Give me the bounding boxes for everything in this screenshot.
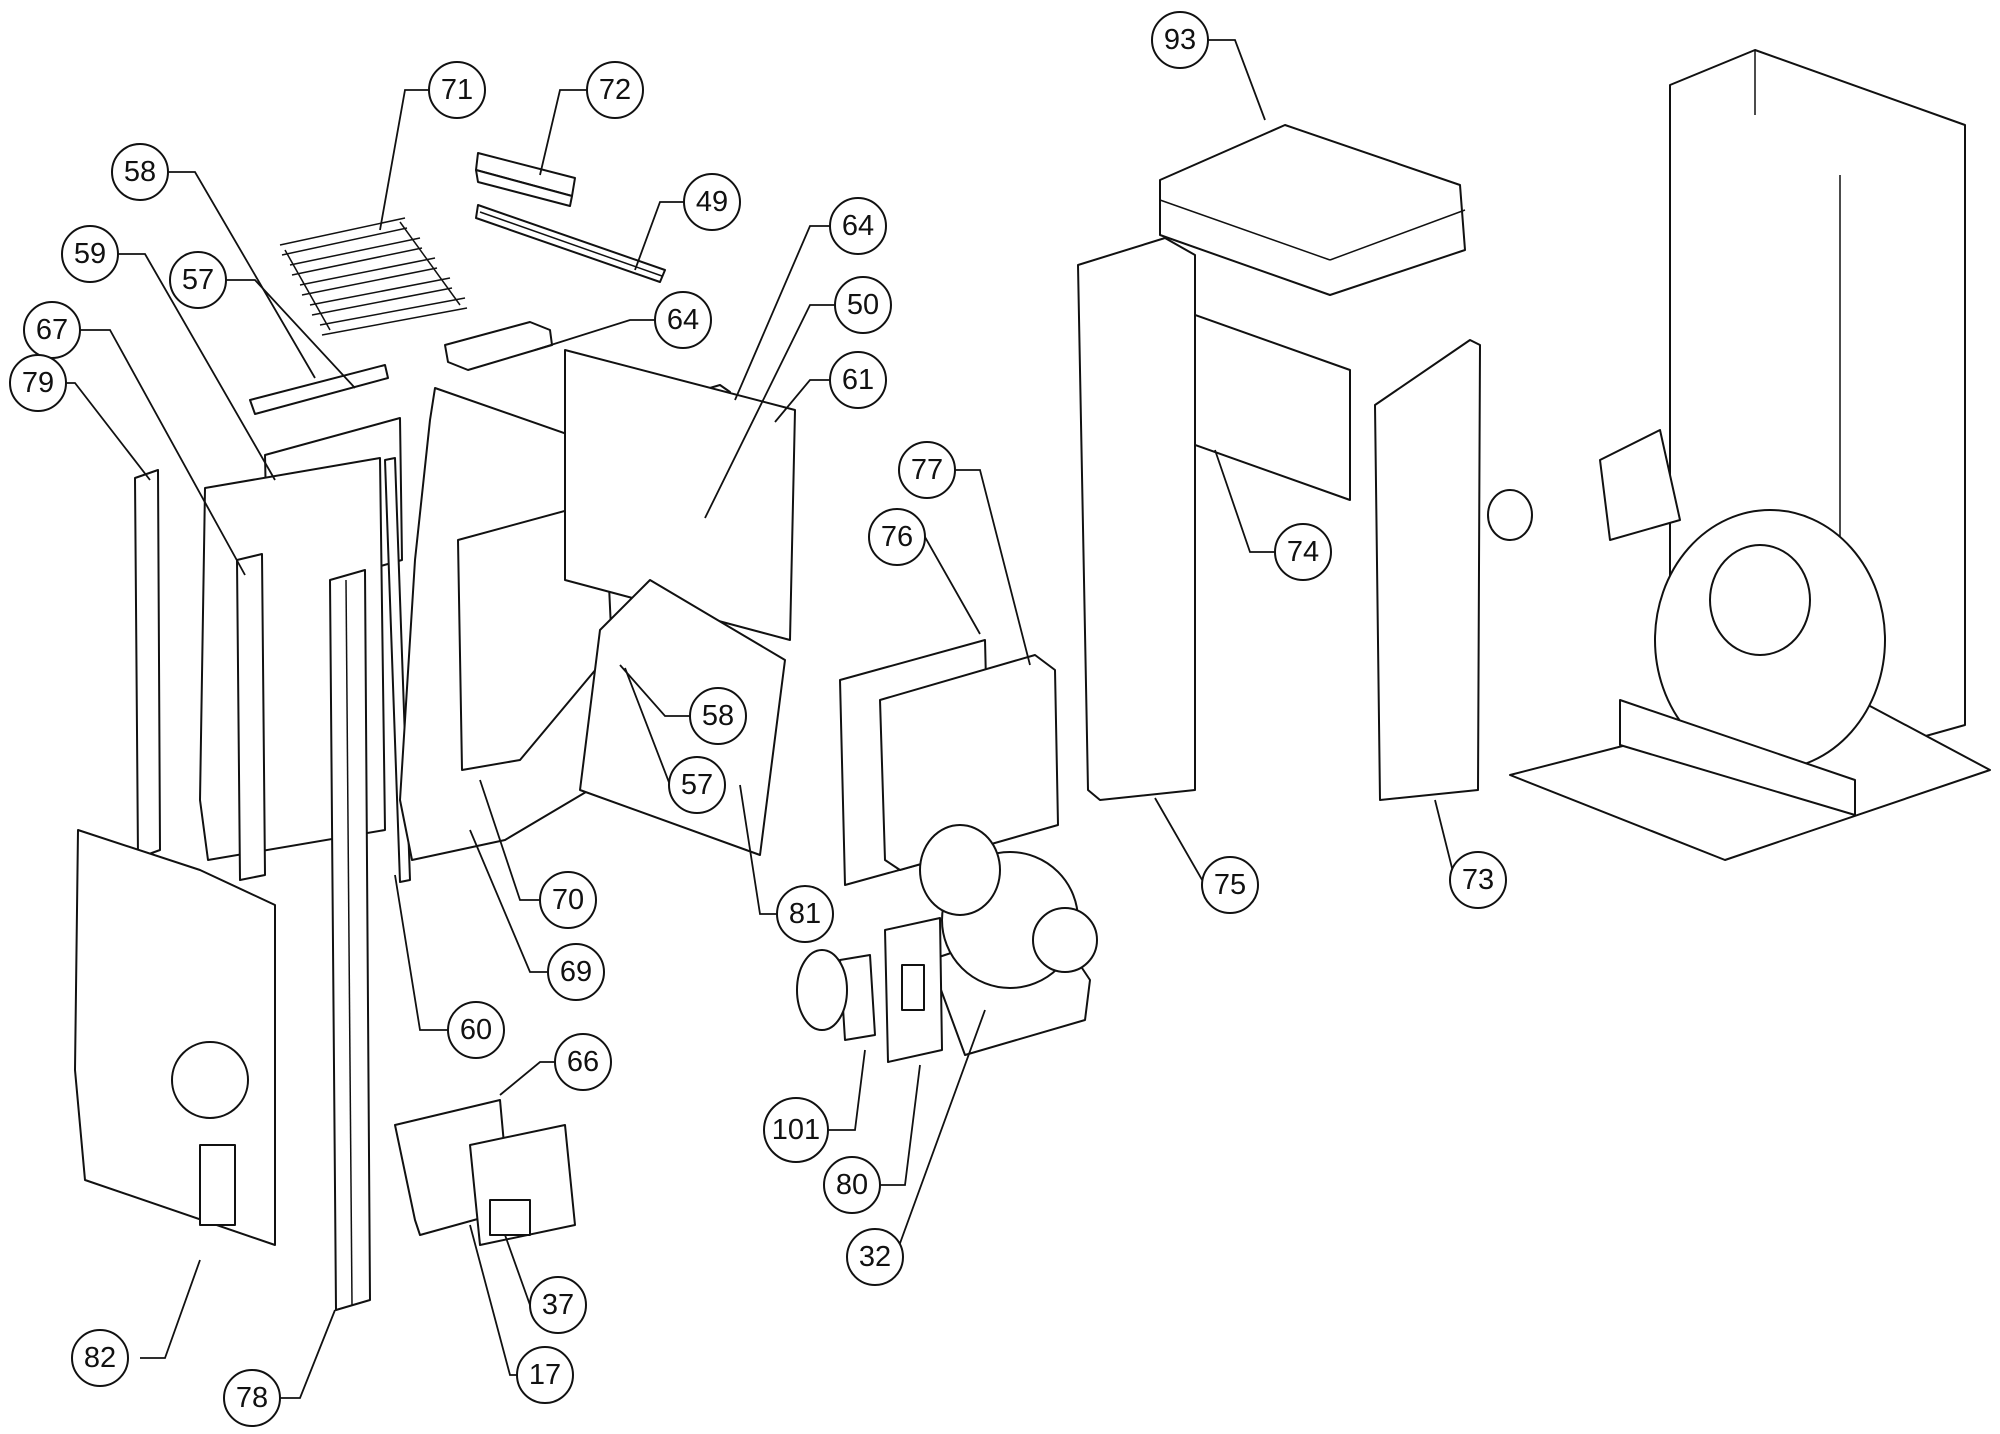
callout-17: 17 — [516, 1346, 574, 1404]
part-gasket-80 — [884, 917, 943, 1063]
svg-text:78: 78 — [236, 1382, 268, 1414]
part-rear-panel-81 — [579, 579, 786, 856]
callout-64-second: 64 — [654, 291, 712, 349]
callout-58: 58 — [111, 143, 169, 201]
part-post-79 — [134, 469, 161, 859]
svg-text:81: 81 — [789, 898, 821, 930]
part-flange-101 — [796, 949, 876, 1041]
part-assembled-unit — [1487, 49, 1991, 861]
callout-78: 78 — [223, 1369, 281, 1427]
callout-71: 71 — [428, 61, 486, 119]
svg-text:37: 37 — [542, 1289, 574, 1321]
svg-text:101: 101 — [772, 1114, 820, 1146]
svg-text:80: 80 — [836, 1169, 868, 1201]
svg-text:50: 50 — [847, 289, 879, 321]
svg-text:64: 64 — [667, 304, 699, 336]
svg-text:61: 61 — [842, 364, 874, 396]
callout-73: 73 — [1449, 851, 1507, 909]
part-grate — [279, 217, 468, 336]
part-back-panel-82 — [74, 829, 276, 1246]
part-plate-58 — [249, 364, 389, 415]
svg-text:67: 67 — [36, 314, 68, 346]
callout-57: 57 — [169, 251, 227, 309]
callout-72: 72 — [586, 61, 644, 119]
svg-text:79: 79 — [22, 367, 54, 399]
svg-text:57: 57 — [182, 264, 214, 296]
part-control-board-66 — [394, 1099, 576, 1246]
callout-69: 69 — [547, 943, 605, 1001]
callout-64: 64 — [829, 197, 887, 255]
callout-77: 77 — [898, 441, 956, 499]
svg-text:58: 58 — [124, 156, 156, 188]
part-rear-panel-61 — [564, 349, 796, 641]
svg-text:59: 59 — [74, 238, 106, 270]
callout-67: 67 — [23, 301, 81, 359]
callout-79: 79 — [9, 354, 67, 412]
callout-37: 37 — [529, 1276, 587, 1334]
callout-60: 60 — [447, 1001, 505, 1059]
svg-text:58: 58 — [702, 700, 734, 732]
callout-59: 59 — [61, 225, 119, 283]
callout-49: 49 — [683, 173, 741, 231]
part-top-cover-93 — [1159, 124, 1466, 296]
callout-76: 76 — [868, 508, 926, 566]
part-fan-32 — [919, 824, 1098, 1056]
svg-text:75: 75 — [1214, 869, 1246, 901]
svg-text:76: 76 — [881, 521, 913, 553]
callout-58-second: 58 — [689, 687, 747, 745]
svg-text:60: 60 — [460, 1014, 492, 1046]
svg-text:73: 73 — [1462, 864, 1494, 896]
svg-text:66: 66 — [567, 1046, 599, 1078]
callout-101: 101 — [763, 1097, 829, 1163]
callout-50: 50 — [834, 276, 892, 334]
svg-text:71: 71 — [441, 74, 473, 106]
callout-32: 32 — [846, 1228, 904, 1286]
part-rail-49 — [475, 204, 666, 283]
callout-81: 81 — [776, 885, 834, 943]
svg-text:49: 49 — [696, 186, 728, 218]
callout-75: 75 — [1201, 856, 1259, 914]
part-bracket-72 — [475, 152, 576, 207]
callout-93: 93 — [1151, 11, 1209, 69]
callout-74: 74 — [1274, 523, 1332, 581]
svg-text:57: 57 — [681, 769, 713, 801]
svg-text:93: 93 — [1164, 24, 1196, 56]
callout-61: 61 — [829, 351, 887, 409]
callout-70: 70 — [539, 871, 597, 929]
part-post-78 — [329, 569, 371, 1311]
part-housing-77 — [879, 654, 1059, 871]
callout-82: 82 — [71, 1329, 129, 1387]
svg-text:17: 17 — [529, 1359, 561, 1391]
svg-text:69: 69 — [560, 956, 592, 988]
callout-57-second: 57 — [668, 756, 726, 814]
callout-80: 80 — [823, 1156, 881, 1214]
svg-text:77: 77 — [911, 454, 943, 486]
svg-text:64: 64 — [842, 210, 874, 242]
svg-text:82: 82 — [84, 1342, 116, 1374]
svg-text:72: 72 — [599, 74, 631, 106]
svg-text:32: 32 — [859, 1241, 891, 1273]
svg-text:70: 70 — [552, 884, 584, 916]
part-side-panel-73 — [1374, 339, 1481, 801]
part-frame-75 — [1077, 237, 1196, 801]
callout-66: 66 — [554, 1033, 612, 1091]
svg-text:74: 74 — [1287, 536, 1319, 568]
